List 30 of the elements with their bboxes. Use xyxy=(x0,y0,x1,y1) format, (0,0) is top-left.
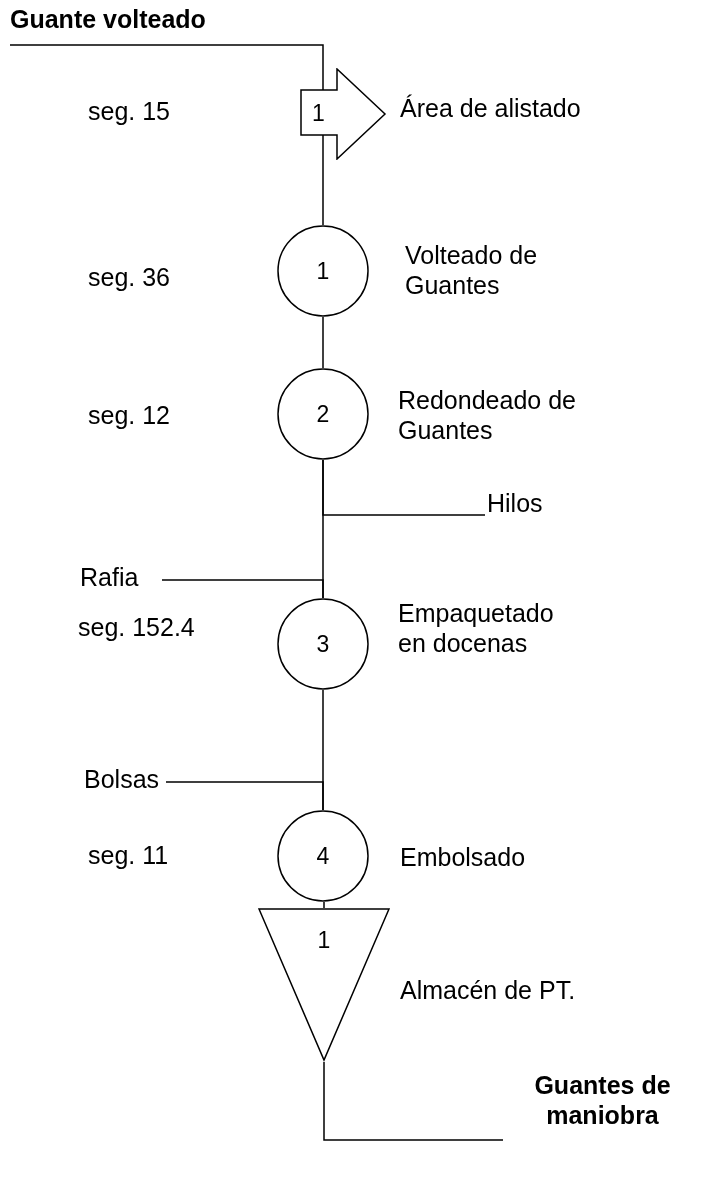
connector-line xyxy=(322,134,324,226)
time-label: seg. 15 xyxy=(88,96,171,126)
time-label: seg. 12 xyxy=(88,400,171,430)
step-label: Redondeado de Guantes xyxy=(398,385,577,445)
flow-label: Guante volteado xyxy=(10,4,272,34)
connector-line xyxy=(323,901,325,909)
time-label: seg. 11 xyxy=(88,840,170,870)
step-label: Volteado de Guantes xyxy=(405,240,539,300)
step-label: Área de alistado xyxy=(400,93,582,123)
operation-circle: 3 xyxy=(277,598,369,690)
storage-triangle: 1 xyxy=(258,908,390,1062)
connector-line xyxy=(323,1061,504,1141)
operation-circle: 1 xyxy=(277,225,369,317)
material-label: Rafia xyxy=(80,562,160,592)
operation-circle: 4 xyxy=(277,810,369,902)
step-label: Embolsado xyxy=(400,842,527,872)
time-label: seg. 36 xyxy=(88,262,171,292)
connector-line xyxy=(322,316,324,369)
material-label: Bolsas xyxy=(84,764,164,794)
connector-line xyxy=(165,781,324,811)
connector-line xyxy=(9,44,324,91)
material-label: Hilos xyxy=(487,488,577,518)
connector-line xyxy=(161,579,324,599)
flow-label: Guantes de maniobra xyxy=(505,1070,700,1130)
step-label: Empaquetado en docenas xyxy=(398,598,555,658)
time-label: seg. 152.4 xyxy=(78,612,196,642)
step-label: Almacén de PT. xyxy=(400,975,577,1005)
transport-arrow: 1 xyxy=(300,68,387,160)
connector-line xyxy=(322,459,486,516)
operation-circle: 2 xyxy=(277,368,369,460)
